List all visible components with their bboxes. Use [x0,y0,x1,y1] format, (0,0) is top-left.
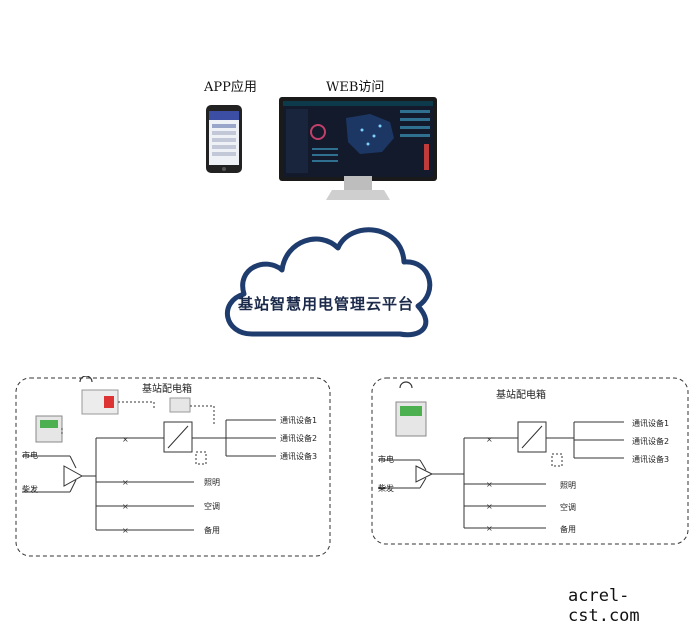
right-branch-2: 空调 [560,503,576,512]
app-label: APP应用 [204,80,257,95]
right-branch-3: 备用 [560,525,576,534]
left-generator-label: 柴发 [22,485,38,494]
svg-text:×: × [486,524,493,533]
web-label: WEB访问 [326,80,385,95]
left-panel-title: 基站配电箱 [142,384,192,395]
left-output-1: 通讯设备1 [280,416,318,425]
right-distribution-box: × × × × [371,377,689,545]
svg-text:×: × [486,480,493,489]
right-output-1: 通讯设备1 [632,419,670,428]
left-output-3: 通讯设备3 [280,452,318,461]
right-panel-title: 基站配电箱 [496,390,546,401]
svg-text:×: × [122,526,129,535]
left-branch-3: 备用 [204,526,220,535]
watermark: acrel-cst.com [568,586,640,626]
svg-text:×: × [122,502,129,511]
svg-text:×: × [122,478,129,487]
cloud-shape [225,227,433,338]
right-output-2: 通讯设备2 [632,437,670,446]
right-generator-label: 柴发 [378,484,394,493]
left-output-2: 通讯设备2 [280,434,318,443]
left-distribution-box: × × × × [15,376,331,557]
svg-text:×: × [486,435,493,444]
phone-icon [206,105,242,173]
right-mains-label: 市电 [378,455,394,464]
left-branch-1: 照明 [204,478,220,487]
cloud-label: 基站智慧用电管理云平台 [238,295,415,313]
monitor-icon [279,97,437,200]
svg-text:×: × [486,502,493,511]
left-branch-2: 空调 [204,502,220,511]
left-mains-label: 市电 [22,451,38,460]
svg-text:×: × [122,435,129,444]
right-branch-1: 照明 [560,481,576,490]
right-output-3: 通讯设备3 [632,455,670,464]
